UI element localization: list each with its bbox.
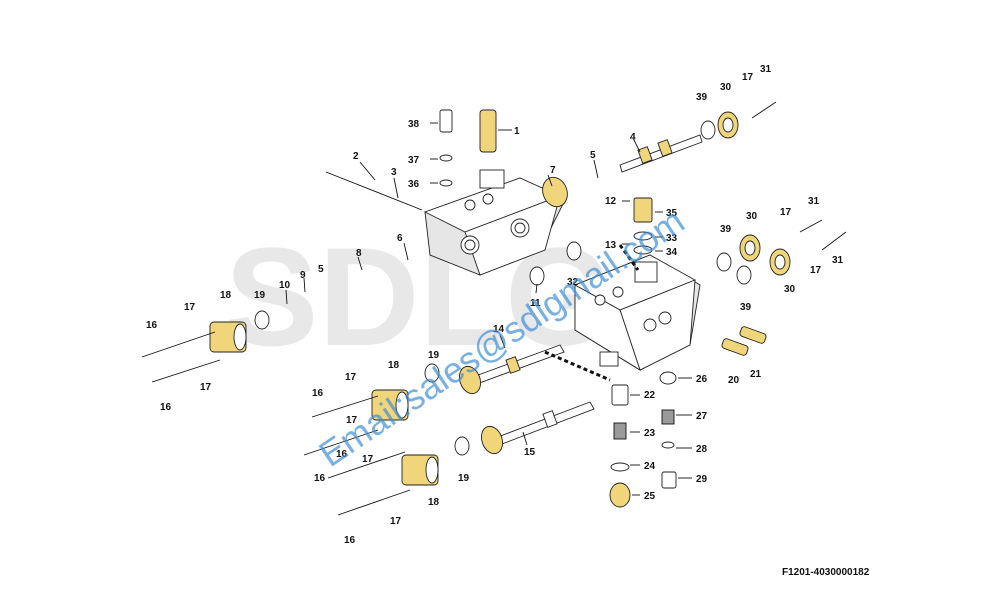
callout-34: 34 xyxy=(666,247,678,258)
sensor-20 xyxy=(721,338,749,356)
callout-2: 2 xyxy=(353,151,359,162)
callout-19b: 19 xyxy=(428,350,440,361)
callout-6: 6 xyxy=(397,233,403,244)
callout-25: 25 xyxy=(644,491,656,502)
callout-16f: 16 xyxy=(344,535,356,546)
callout-5a: 5 xyxy=(590,150,596,161)
spool-4 xyxy=(619,134,703,173)
callout-18b: 18 xyxy=(388,360,400,371)
bolts-16 xyxy=(141,101,847,516)
callout-24: 24 xyxy=(644,461,656,472)
sensor-21 xyxy=(739,326,767,344)
callout-36: 36 xyxy=(408,179,420,190)
callout-19c: 19 xyxy=(458,473,470,484)
o-rings xyxy=(254,120,752,472)
callout-17g: 17 xyxy=(742,72,754,83)
callout-39a: 39 xyxy=(696,92,708,103)
check-valve-22 xyxy=(611,384,629,406)
hidden-line-a xyxy=(544,350,611,382)
spring-23 xyxy=(613,422,627,440)
poppet-26 xyxy=(659,371,677,385)
callout-4: 4 xyxy=(630,132,636,143)
callout-12: 12 xyxy=(605,196,617,207)
callout-16d: 16 xyxy=(314,473,326,484)
callout-17d: 17 xyxy=(346,415,358,426)
callout-30c: 30 xyxy=(784,284,796,295)
callout-21: 21 xyxy=(750,369,762,380)
plug-29 xyxy=(661,471,677,489)
callout-39b: 39 xyxy=(720,224,732,235)
callout-18a: 18 xyxy=(220,290,232,301)
plug-38 xyxy=(439,109,453,133)
callout-labels: 1 2 3 4 5 5 6 7 8 9 10 11 12 13 14 15 16… xyxy=(146,64,844,546)
callout-9: 9 xyxy=(300,270,306,281)
callout-17b: 17 xyxy=(200,382,212,393)
callout-27: 27 xyxy=(696,411,708,422)
callout-29: 29 xyxy=(696,474,708,485)
callout-17f: 17 xyxy=(390,516,402,527)
callout-22: 22 xyxy=(644,390,656,401)
plug-25 xyxy=(609,482,631,508)
upper-valve-body xyxy=(423,169,566,276)
callout-16c: 16 xyxy=(312,388,324,399)
valve-35 xyxy=(633,197,653,223)
callout-31b: 31 xyxy=(808,196,820,207)
callout-10: 10 xyxy=(279,280,291,291)
callout-13: 13 xyxy=(605,240,617,251)
callout-26: 26 xyxy=(696,374,708,385)
relief-valve-1 xyxy=(479,109,497,153)
callout-30b: 30 xyxy=(746,211,758,222)
callout-19a: 19 xyxy=(254,290,266,301)
end-cap-18-c xyxy=(401,454,439,486)
callout-38: 38 xyxy=(408,119,420,130)
lower-valve-body xyxy=(573,254,701,372)
drawing-reference-number: F1201-4030000182 xyxy=(782,567,870,578)
end-cap-30-c xyxy=(769,248,791,276)
callout-17i: 17 xyxy=(810,265,822,276)
callout-31a: 31 xyxy=(760,64,772,75)
callout-17h: 17 xyxy=(780,207,792,218)
spool-7-spring xyxy=(542,176,568,208)
callout-16a: 16 xyxy=(146,320,158,331)
callout-23: 23 xyxy=(644,428,656,439)
callout-18c: 18 xyxy=(428,497,440,508)
end-cap-18-a xyxy=(209,321,247,353)
callout-32: 32 xyxy=(567,277,579,288)
spring-27 xyxy=(661,409,675,425)
spool-14 xyxy=(459,344,565,395)
end-cap-18-b xyxy=(371,389,409,421)
callout-7: 7 xyxy=(550,165,556,176)
callout-28: 28 xyxy=(696,444,708,455)
end-cap-30-a xyxy=(717,111,739,139)
end-cap-30-b xyxy=(739,234,761,262)
hidden-line-b xyxy=(618,244,640,271)
callout-1: 1 xyxy=(514,126,520,137)
spool-15 xyxy=(481,401,595,455)
callout-39c: 39 xyxy=(740,302,752,313)
callout-16b: 16 xyxy=(160,402,172,413)
callout-16e: 16 xyxy=(336,449,348,460)
callout-8: 8 xyxy=(356,248,362,259)
callout-35: 35 xyxy=(666,208,678,219)
callout-3: 3 xyxy=(391,167,397,178)
callout-17e: 17 xyxy=(362,454,374,465)
callout-37: 37 xyxy=(408,155,420,166)
callout-15: 15 xyxy=(524,447,536,458)
callout-14: 14 xyxy=(493,324,505,335)
leader-lines xyxy=(285,122,692,496)
callout-30a: 30 xyxy=(720,82,732,93)
callout-17c: 17 xyxy=(345,372,357,383)
callout-5b: 5 xyxy=(318,264,324,275)
callout-20: 20 xyxy=(728,375,740,386)
callout-17a: 17 xyxy=(184,302,196,313)
callout-11: 11 xyxy=(530,298,541,309)
callout-33: 33 xyxy=(666,233,678,244)
callout-31c: 31 xyxy=(832,255,844,266)
